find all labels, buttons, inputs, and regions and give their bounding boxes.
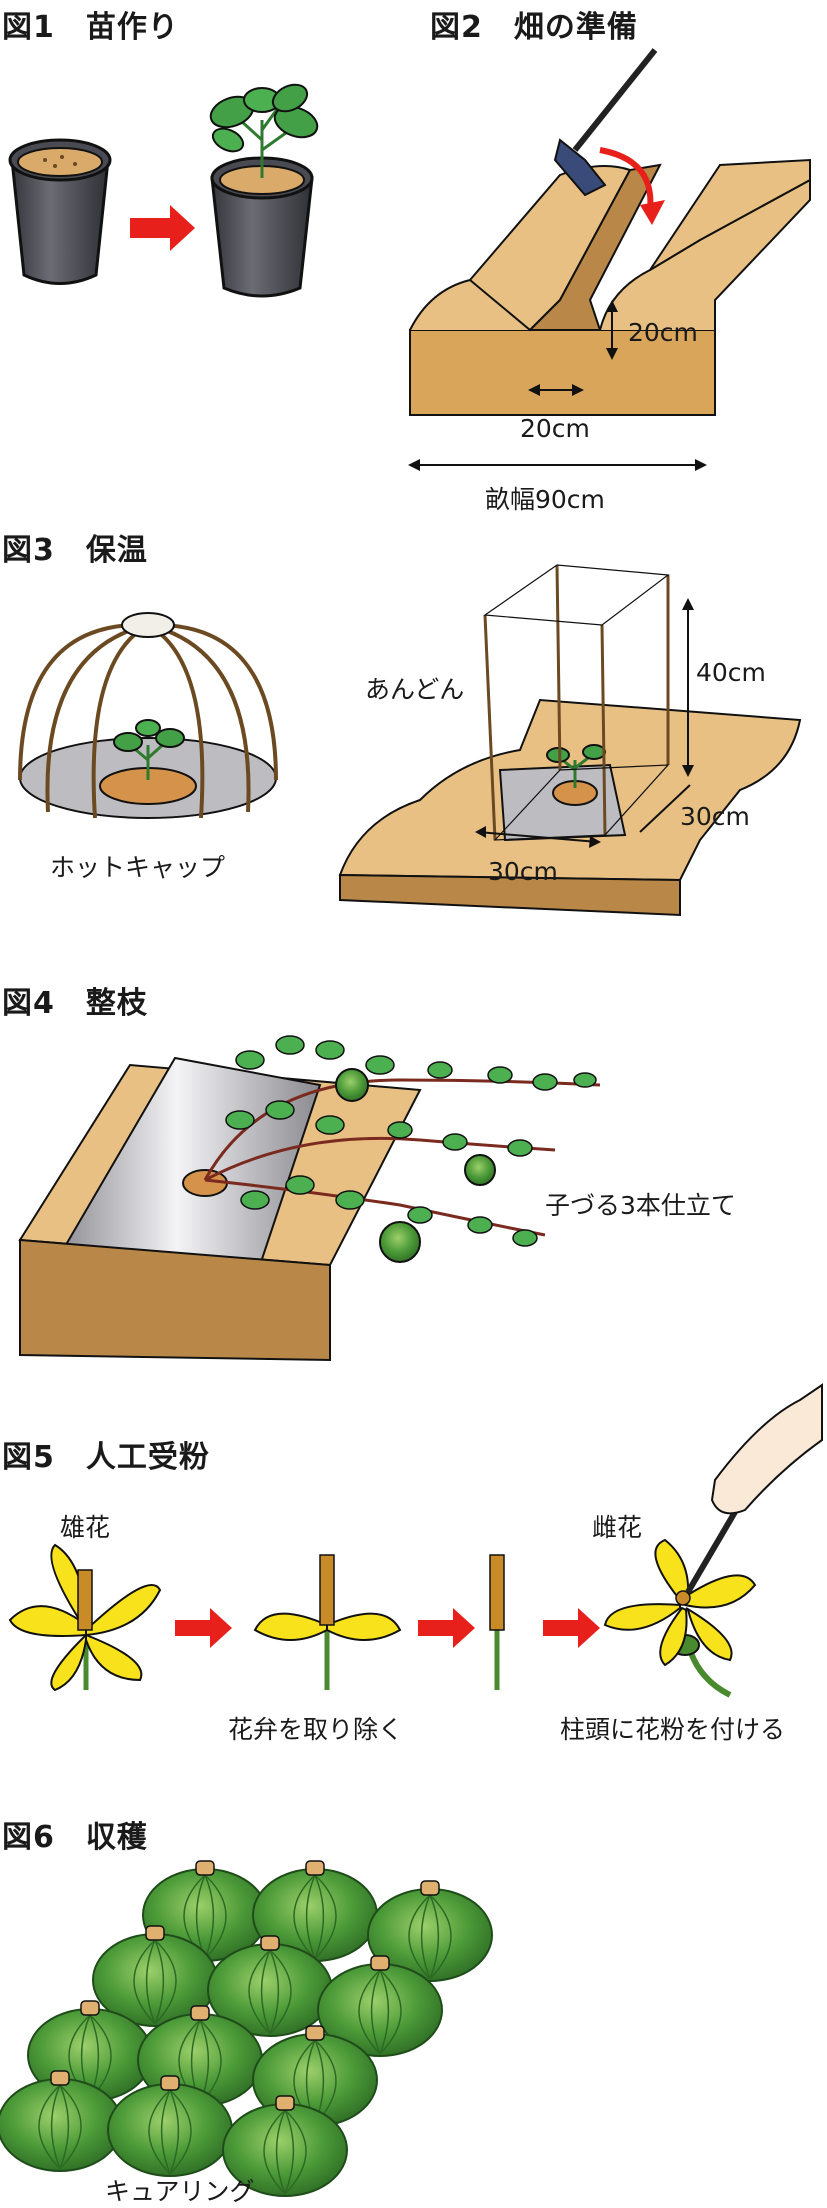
fig2-depth-label: 20cm: [628, 318, 698, 347]
fig3-height-label: 40cm: [696, 658, 766, 687]
fig5-title: 図5 人工受粉: [2, 1440, 210, 1475]
pumpkin: [107, 2075, 233, 2177]
fig4-title: 図4 整枝: [2, 986, 148, 1021]
fig3-andon-label: あんどん: [365, 675, 465, 704]
fig6-curing-label: キュアリング: [105, 2177, 255, 2206]
fig5-stamen: [489, 1554, 505, 1690]
fig5-male-flower: [8, 1543, 162, 1692]
fig5-remove-label: 花弁を取り除く: [228, 1715, 404, 1744]
fig4-bed: [18, 1056, 422, 1362]
fig4-leaves: [225, 1035, 597, 1247]
fig4-training-label: 子づる3本仕立て: [545, 1191, 736, 1220]
fig3-front-label: 30cm: [488, 857, 558, 886]
fig1-arrow: [130, 205, 195, 251]
fig3-side-label: 30cm: [680, 802, 750, 831]
fig2-title: 図2 畑の準備: [430, 10, 638, 45]
fig5-female-flower: [603, 1383, 823, 1698]
fig3-title: 図3 保温: [2, 533, 148, 568]
pumpkin: [222, 2095, 348, 2197]
fig5-arrow-1: [175, 1608, 232, 1648]
fig5-female-label: 雌花: [592, 1513, 643, 1542]
fig1-seedling-pot: [209, 83, 319, 298]
fig3-hot-cap: [18, 612, 278, 819]
fig6-title: 図6 収穫: [2, 1820, 148, 1855]
fig5-half-flower: [253, 1554, 402, 1690]
fig5-arrow-2: [418, 1608, 475, 1648]
fig3-andon: [338, 564, 802, 917]
fig1-empty-pot: [8, 138, 112, 285]
fig5-arrow-3: [543, 1608, 600, 1648]
pumpkin: [367, 1880, 493, 1982]
fig2-bed-label: 畝幅90cm: [485, 485, 605, 514]
pumpkin: [317, 1955, 443, 2057]
fig6-pumpkins: [0, 1860, 493, 2197]
fig2-width-label: 20cm: [520, 414, 590, 443]
pumpkin: [207, 1935, 333, 2037]
pumpkin: [0, 2070, 123, 2172]
fig1-title: 図1 苗作り: [2, 10, 179, 45]
fig5-apply-label: 柱頭に花粉を付ける: [560, 1715, 786, 1744]
fig3-cap-label: ホットキャップ: [50, 853, 226, 882]
fig5-male-label: 雄花: [60, 1513, 111, 1542]
fig4-fruits: [335, 1068, 496, 1263]
fig2-field: [408, 48, 811, 471]
